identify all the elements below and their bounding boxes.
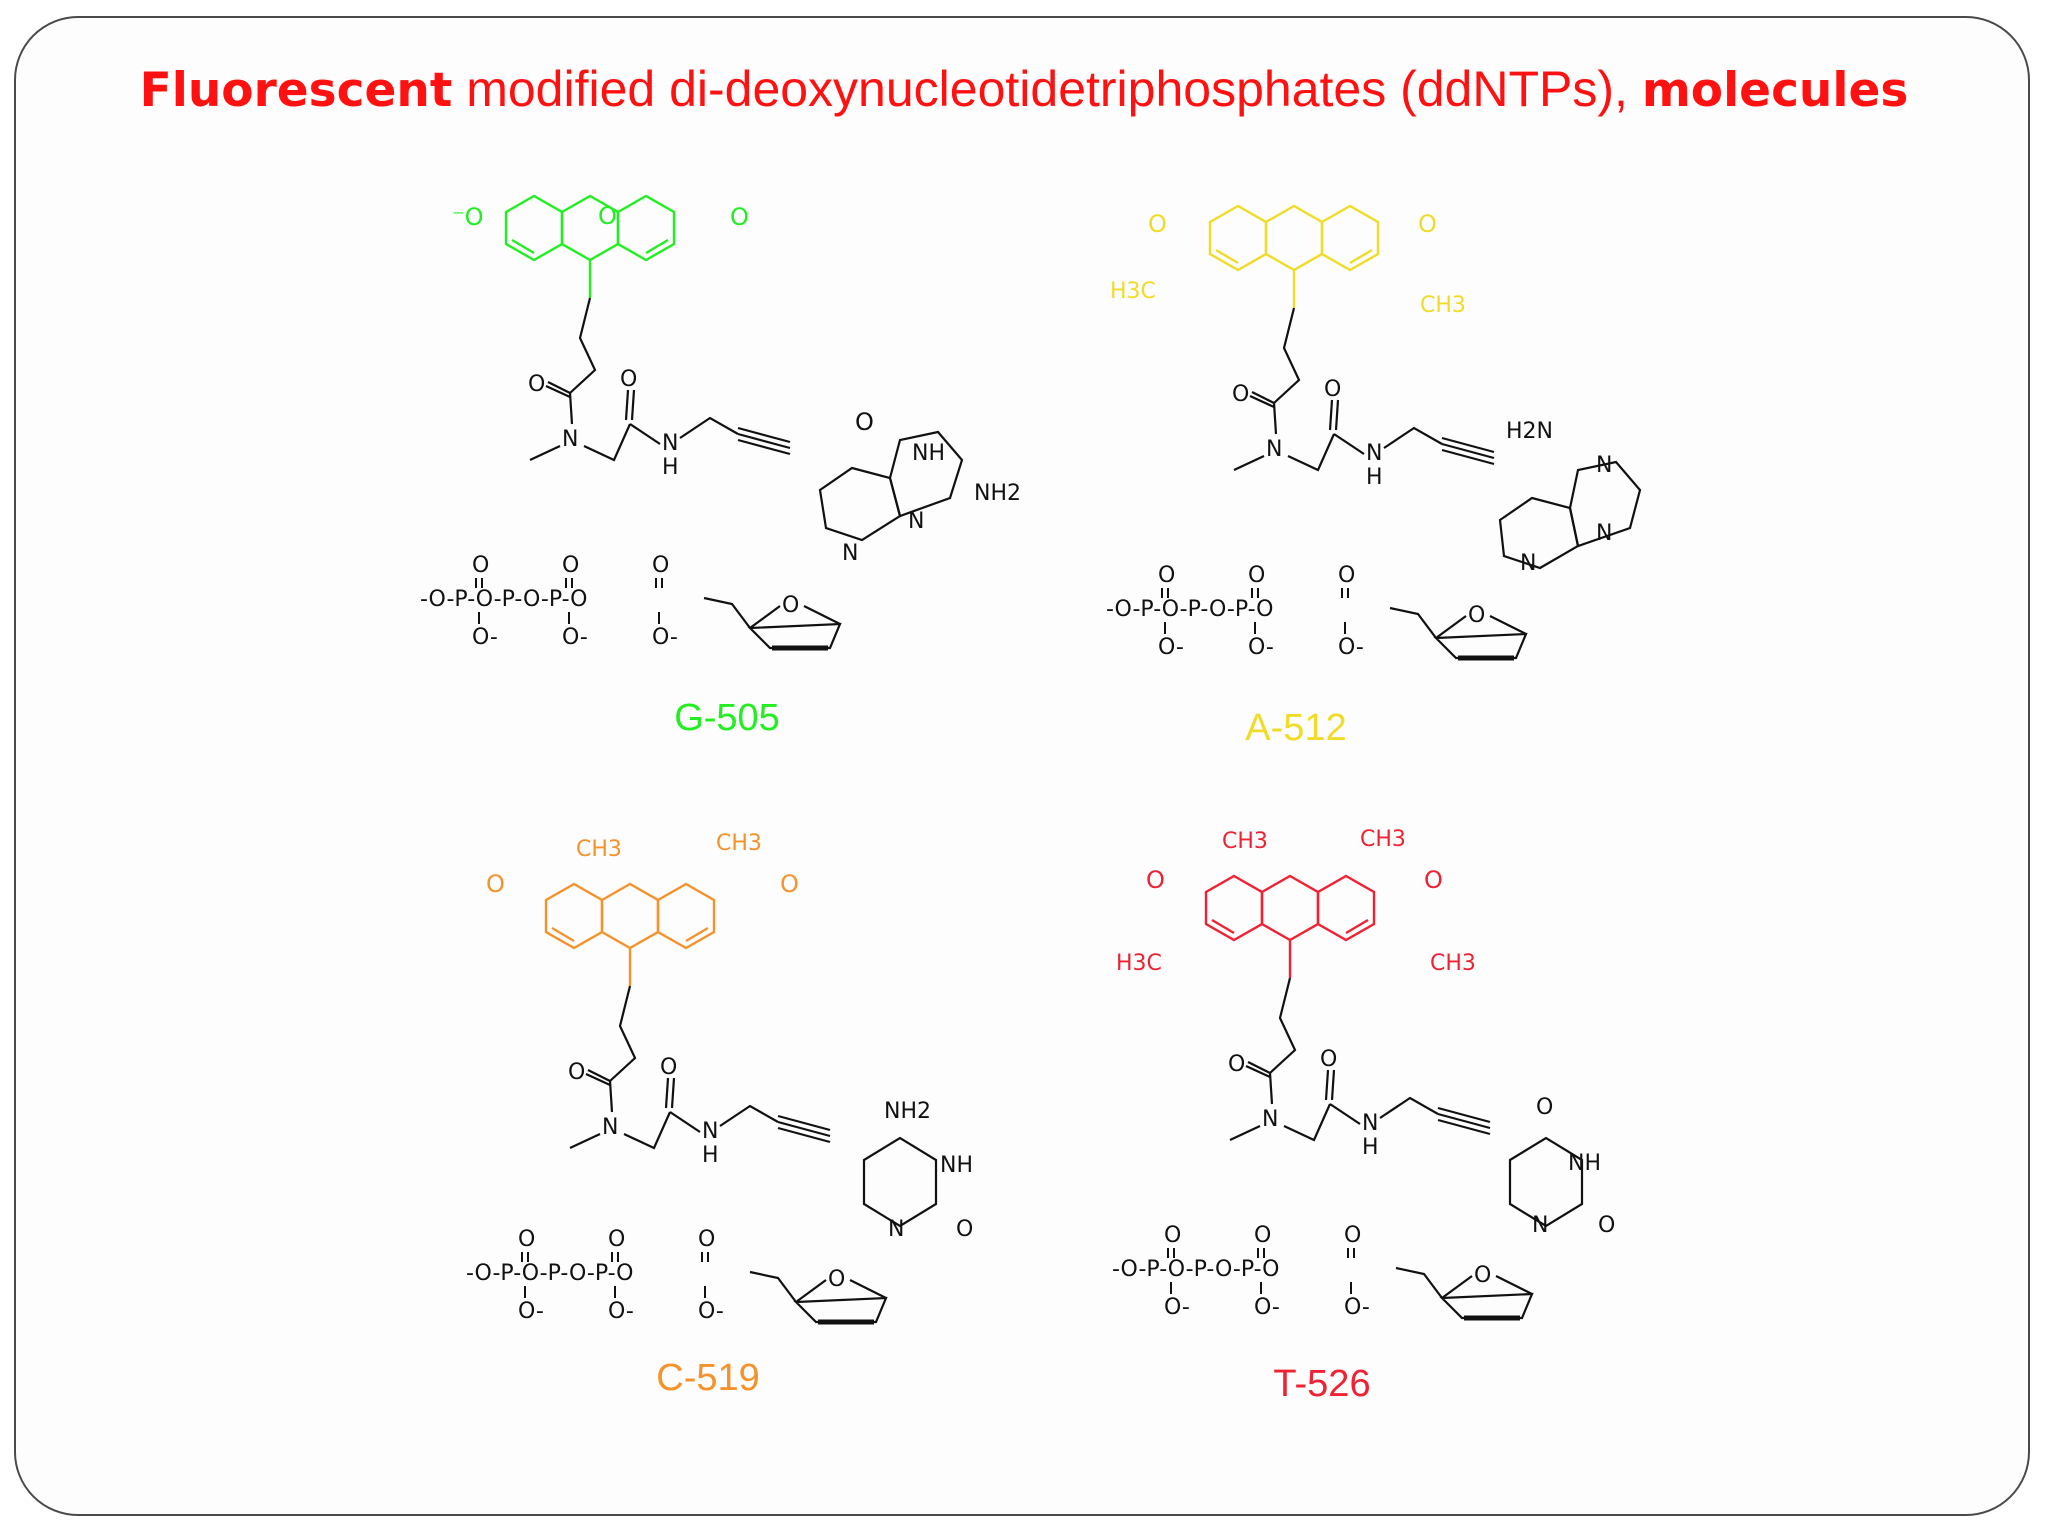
a512-base-h2n: H2N (1506, 419, 1553, 444)
a512-keto-o: O (1418, 210, 1437, 238)
t526-base-n1: N (1532, 1213, 1548, 1238)
g505-base-nh: NH (912, 441, 945, 466)
label-g505: G-505 (674, 697, 780, 739)
a512-base-n1: N (1596, 453, 1612, 478)
t526-base-o: O (1598, 1213, 1615, 1238)
c519-base-nh: NH (940, 1153, 973, 1178)
g505-base-nh2: NH2 (974, 481, 1021, 506)
a512-h3c: H3C (1110, 279, 1156, 304)
t526-base-o-top: O (1536, 1095, 1553, 1120)
t526-ch3-top-left: CH3 (1222, 829, 1268, 854)
a512-ch3: CH3 (1420, 293, 1466, 318)
label-a512: A-512 (1245, 707, 1346, 749)
title-molecules: molecules (1641, 63, 1909, 118)
g505-base-n1: N (908, 509, 924, 534)
a512-o-minus: O (1148, 210, 1167, 238)
t526-h3c: H3C (1116, 951, 1162, 976)
g505-ring-o: O (598, 202, 617, 230)
c519-base-nh2: NH2 (884, 1099, 931, 1124)
t526-ch3-bottom: CH3 (1430, 951, 1476, 976)
slide-title: Fluorescent modified di-deoxynucleotidet… (0, 60, 2048, 118)
title-fluorescent: Fluorescent (139, 63, 453, 118)
t526-keto-o: O (1424, 866, 1443, 894)
a512-base-n3: N (1596, 521, 1612, 546)
label-t526: T-526 (1273, 1363, 1370, 1405)
c519-base-n1: N (888, 1217, 904, 1242)
g505-o-minus: ⁻O (452, 203, 484, 231)
c519-ch3-left: CH3 (576, 837, 622, 862)
label-c519: C-519 (656, 1357, 760, 1399)
g505-keto-o: O (730, 203, 749, 231)
c519-keto-o: O (780, 870, 799, 898)
title-middle: modified di-deoxynucleotidetriphosphates… (452, 61, 1642, 117)
c519-ch3-right: CH3 (716, 831, 762, 856)
t526-base-nh: NH (1568, 1151, 1601, 1176)
c519-o-minus: O (486, 870, 505, 898)
c519-base-o: O (956, 1217, 973, 1242)
structure-a512: O O H3C CH3 H2N N N N A-512 (1106, 204, 1642, 749)
a512-base-n9: N (1520, 551, 1536, 576)
g505-base-o: O (855, 408, 874, 436)
t526-o-minus: O (1146, 866, 1165, 894)
g505-base-n9: N (842, 541, 858, 566)
t526-ch3-top-right: CH3 (1360, 827, 1406, 852)
structure-g505: O ⁻O O O NH NH2 N N G-505 (420, 194, 1021, 739)
structure-c519: O O CH3 CH3 NH2 NH N O C-519 (466, 831, 973, 1399)
slide-frame (14, 16, 2030, 1516)
structure-t526: O O CH3 CH3 H3C CH3 O NH N O T-526 (1112, 827, 1615, 1405)
